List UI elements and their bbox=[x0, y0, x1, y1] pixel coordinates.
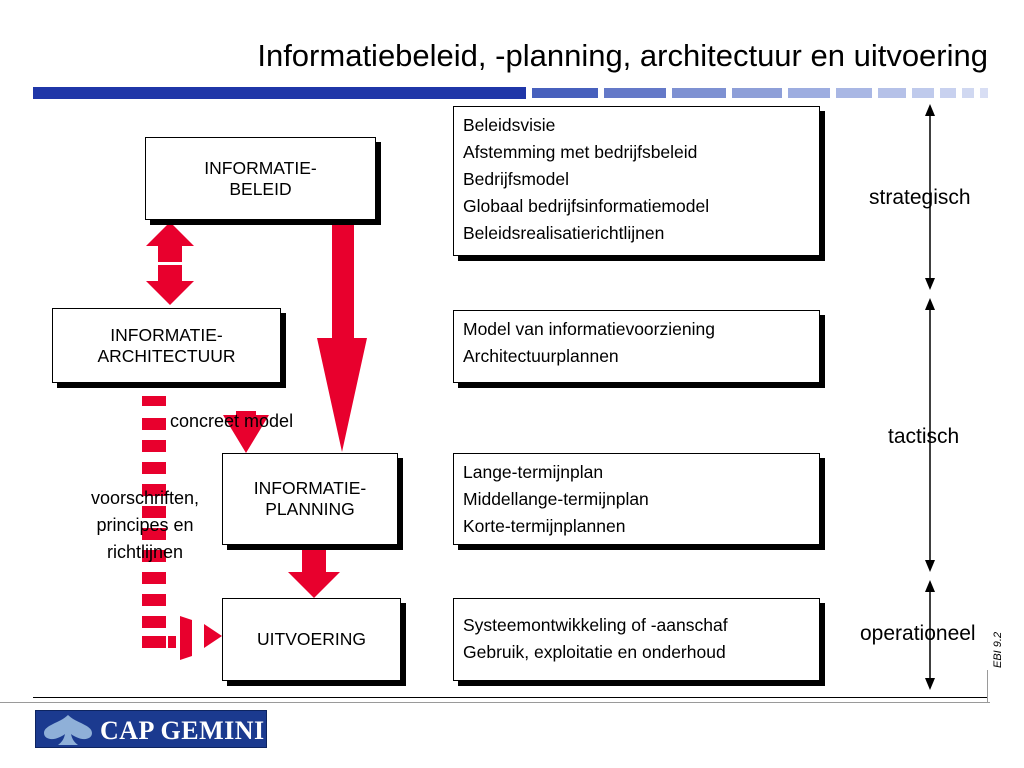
footer-vertical-rule bbox=[987, 670, 988, 702]
box-strategic-items: Beleidsvisie Afstemming met bedrijfsbele… bbox=[453, 106, 820, 256]
list-item: Bedrijfsmodel bbox=[463, 169, 570, 189]
list-item: Model van informatievoorziening bbox=[463, 319, 715, 339]
box-informatie-architectuur: INFORMATIE-ARCHITECTUUR bbox=[52, 308, 281, 383]
level-arrows bbox=[925, 104, 935, 690]
list-item: Lange-termijnplan bbox=[463, 462, 604, 482]
box-tactical-items: Model van informatievoorziening Architec… bbox=[453, 310, 820, 383]
list-item: Korte-termijnplannen bbox=[463, 516, 626, 536]
arrow-concreet-model bbox=[223, 411, 269, 453]
level-strategisch: strategisch bbox=[869, 186, 971, 209]
list-item: Systeemontwikkeling of -aanschaf bbox=[463, 615, 728, 635]
arrow-planning-to-uitvoering bbox=[288, 548, 340, 598]
box-uitvoering: UITVOERING bbox=[222, 598, 401, 681]
arrow-beleid-to-planning bbox=[317, 224, 367, 452]
spade-icon bbox=[44, 715, 92, 745]
box-planning-items: Lange-termijnplan Middellange-termijnpla… bbox=[453, 453, 820, 545]
list-item: Middellange-termijnplan bbox=[463, 489, 649, 509]
cap-gemini-logo: CAP GEMINI bbox=[35, 710, 267, 748]
box-informatie-beleid: INFORMATIE-BELEID bbox=[145, 137, 376, 220]
footer-rule-grey bbox=[0, 702, 990, 703]
list-item: Gebruik, exploitatie en onderhoud bbox=[463, 642, 726, 662]
page-title: Informatiebeleid, -planning, architectuu… bbox=[257, 38, 988, 73]
label-concreet-model: concreet model bbox=[170, 411, 294, 431]
list-item: Beleidsvisie bbox=[463, 115, 556, 135]
list-item: Afstemming met bedrijfsbeleid bbox=[463, 142, 698, 162]
box-informatie-planning: INFORMATIE-PLANNING bbox=[222, 453, 398, 545]
double-arrow-beleid-architectuur bbox=[146, 222, 194, 305]
label-voorschriften: voorschriften, principes en richtlijnen bbox=[90, 488, 200, 562]
slide-code: EBI 9.2 bbox=[992, 631, 1004, 668]
box-operational-items: Systeemontwikkeling of -aanschaf Gebruik… bbox=[453, 598, 820, 681]
list-item: Architectuurplannen bbox=[463, 346, 619, 366]
list-item: Beleidsrealisatierichtlijnen bbox=[463, 223, 665, 243]
footer-rule bbox=[33, 697, 988, 698]
level-tactisch: tactisch bbox=[888, 425, 960, 448]
logo-wordmark: CAP GEMINI bbox=[100, 716, 265, 745]
dashed-arrow-rules bbox=[142, 396, 222, 660]
level-operationeel: operationeel bbox=[860, 622, 976, 645]
list-item: Globaal bedrijfsinformatiemodel bbox=[463, 196, 710, 216]
